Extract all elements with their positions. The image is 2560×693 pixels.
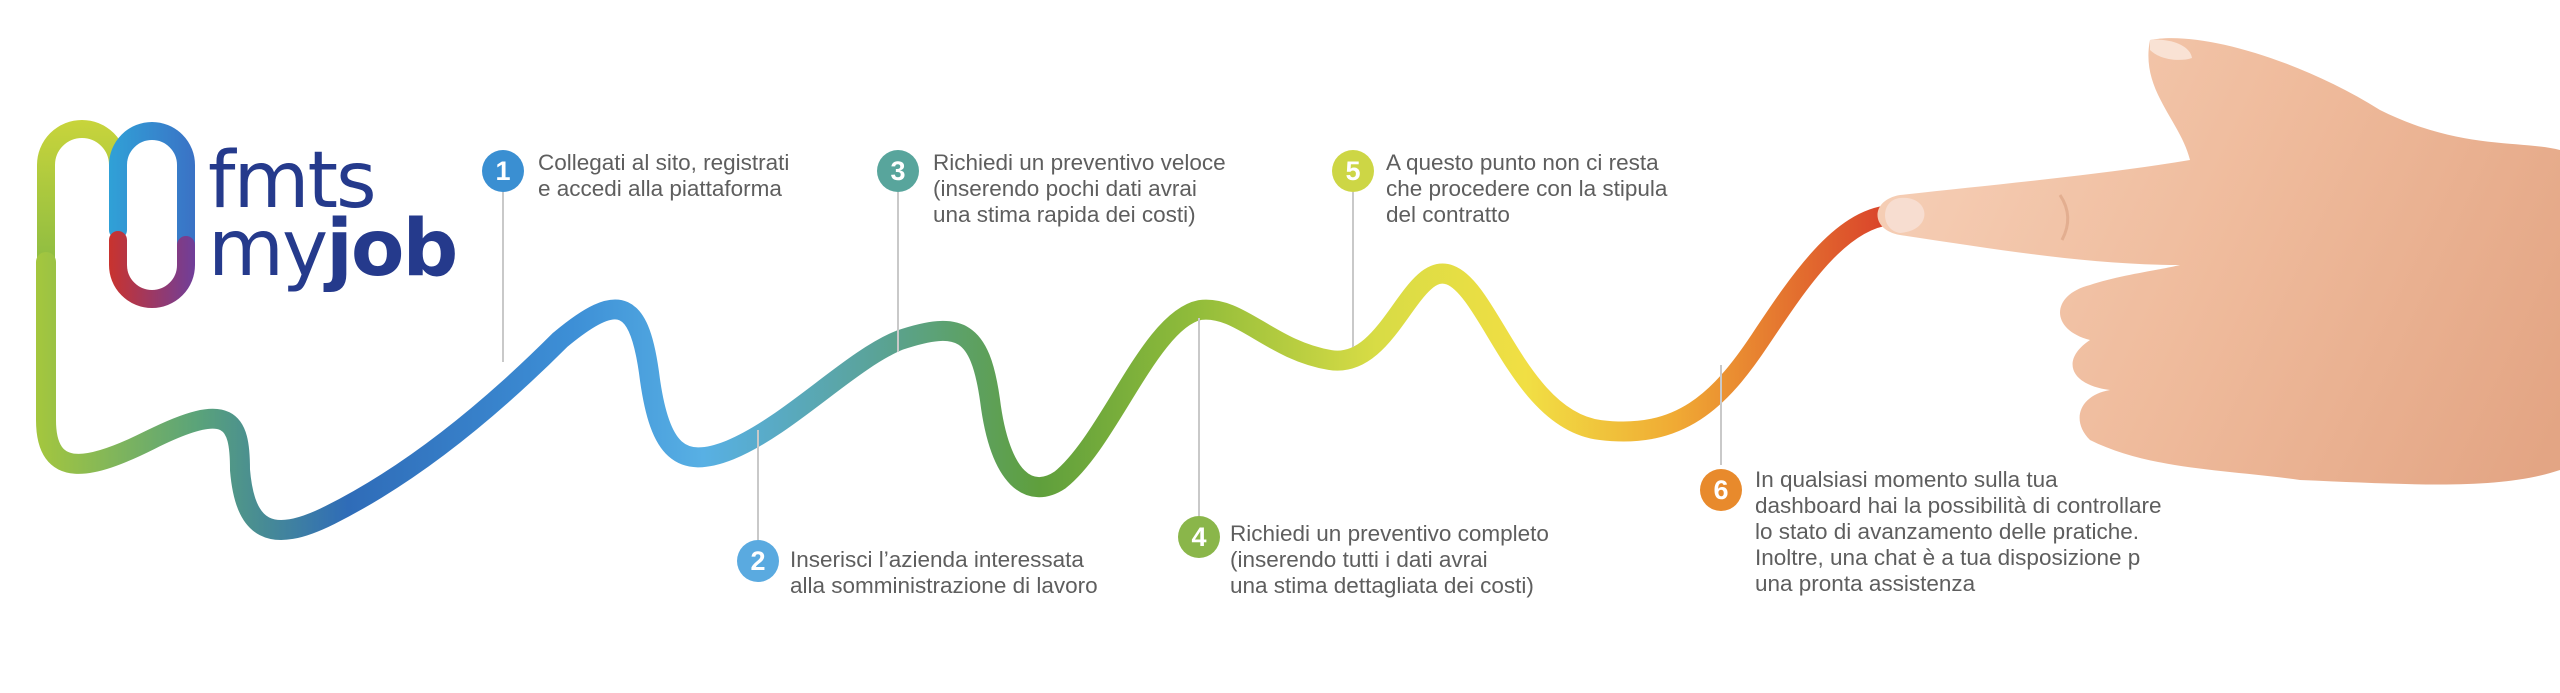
step-1-stem xyxy=(502,192,504,362)
logo-my: my xyxy=(208,203,328,294)
logo-u-shape xyxy=(109,231,195,308)
step-2-stem xyxy=(757,430,759,540)
step-3-text: Richiedi un preventivo veloce(inserendo … xyxy=(933,150,1226,227)
logo-right-arch xyxy=(109,122,195,269)
logo-line-myjob: myjob xyxy=(208,210,458,288)
thumb-nail xyxy=(2150,39,2192,60)
logo-line-fmts: fmts xyxy=(208,136,377,226)
step-3-stem xyxy=(897,192,899,352)
step-3-badge: 3 xyxy=(877,150,919,192)
step-6-stem xyxy=(1720,365,1722,465)
brand-logo-mark xyxy=(37,120,195,308)
step-5-badge: 5 xyxy=(1332,150,1374,192)
step-4-badge: 4 xyxy=(1178,516,1220,558)
step-1-badge: 1 xyxy=(482,150,524,192)
finger-crease xyxy=(2058,194,2070,241)
hand-palm xyxy=(1877,38,2560,485)
step-4-text: Richiedi un preventivo completo(inserend… xyxy=(1230,521,1549,598)
brand-logo-text: fmts myjob xyxy=(208,136,458,288)
finger-nail xyxy=(1885,197,1925,233)
logo-left-arch xyxy=(37,120,127,271)
step-4-stem xyxy=(1198,318,1200,516)
progress-wave xyxy=(36,205,1900,540)
step-5-stem xyxy=(1352,192,1354,347)
step-6-badge: 6 xyxy=(1700,469,1742,511)
hand-illustration xyxy=(1877,38,2560,485)
logo-job: job xyxy=(326,203,458,294)
step-2-badge: 2 xyxy=(737,540,779,582)
